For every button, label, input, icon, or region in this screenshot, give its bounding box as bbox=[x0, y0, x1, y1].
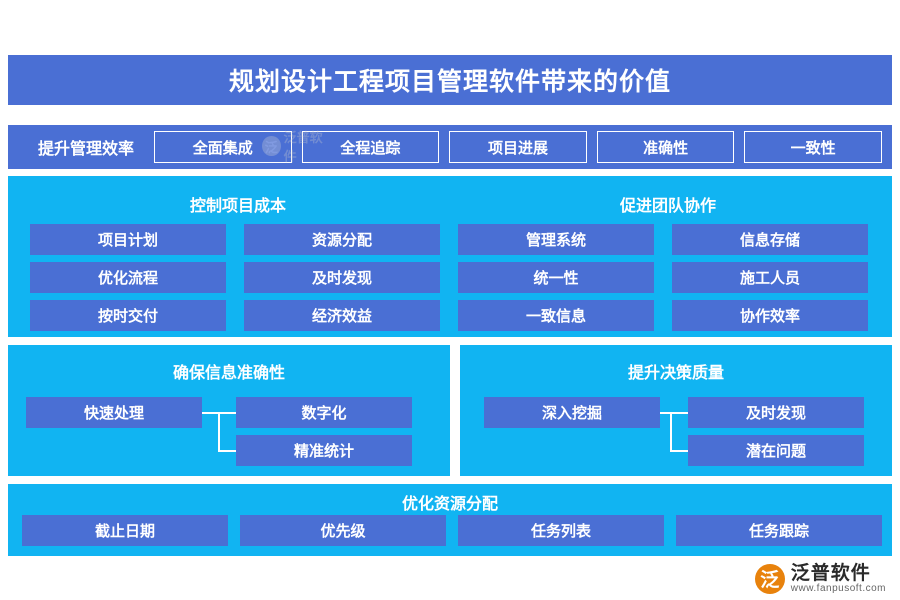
connector-info-branch-1 bbox=[218, 412, 236, 414]
box-cost-c2-r1[interactable]: 资源分配 bbox=[244, 224, 440, 255]
panel-heading-cost: 控制项目成本 bbox=[189, 198, 286, 215]
connector-decision-left bbox=[660, 412, 672, 414]
connector-decision-branch-2 bbox=[670, 450, 688, 452]
box-info-right-2[interactable]: 精准统计 bbox=[236, 435, 412, 466]
panel-heading-alloc: 优化资源分配 bbox=[401, 496, 498, 513]
panel-heading-team: 促进团队协作 bbox=[619, 198, 716, 215]
box-decision-right-2[interactable]: 潜在问题 bbox=[688, 435, 864, 466]
panel-heading-info: 确保信息准确性 bbox=[172, 365, 285, 382]
box-decision-left[interactable]: 深入挖掘 bbox=[484, 397, 660, 428]
brand-logo: 泛 泛普软件 www.fanpusoft.com bbox=[754, 562, 886, 594]
panel-resource-allocation: 优化资源分配 截止日期 优先级 任务列表 任务跟踪 bbox=[8, 484, 892, 556]
box-alloc-4[interactable]: 任务跟踪 bbox=[676, 515, 882, 546]
box-alloc-1[interactable]: 截止日期 bbox=[22, 515, 228, 546]
box-alloc-2[interactable]: 优先级 bbox=[240, 515, 446, 546]
efficiency-row: 提升管理效率 全面集成 全程追踪 项目进展 准确性 一致性 bbox=[8, 125, 892, 169]
box-team-c1-r1[interactable]: 管理系统 bbox=[458, 224, 654, 255]
box-cost-c1-r3[interactable]: 按时交付 bbox=[30, 300, 226, 331]
box-alloc-3[interactable]: 任务列表 bbox=[458, 515, 664, 546]
connector-decision-branch-1 bbox=[670, 412, 688, 414]
box-team-c1-r2[interactable]: 统一性 bbox=[458, 262, 654, 293]
box-cost-c1-r2[interactable]: 优化流程 bbox=[30, 262, 226, 293]
efficiency-chip-3[interactable]: 项目进展 bbox=[449, 131, 587, 163]
box-info-right-1[interactable]: 数字化 bbox=[236, 397, 412, 428]
brand-name-cn: 泛普软件 bbox=[790, 562, 871, 584]
panel-heading-decision: 提升决策质量 bbox=[627, 365, 724, 382]
efficiency-chip-4[interactable]: 准确性 bbox=[596, 131, 735, 163]
efficiency-row-label: 提升管理效率 bbox=[37, 141, 134, 158]
page-title-text: 规划设计工程项目管理软件带来的价值 bbox=[228, 68, 671, 96]
box-team-c2-r2[interactable]: 施工人员 bbox=[672, 262, 868, 293]
panel-info-accuracy: 确保信息准确性 快速处理 数字化 精准统计 bbox=[8, 345, 450, 476]
brand-logo-text: 泛普软件 www.fanpusoft.com bbox=[790, 562, 886, 594]
connector-info-left bbox=[202, 412, 220, 414]
panel-cost-team: 控制项目成本 促进团队协作 项目计划 优化流程 按时交付 资源分配 及时发现 经… bbox=[8, 176, 892, 337]
panel-decision-quality: 提升决策质量 深入挖掘 及时发现 潜在问题 bbox=[460, 345, 892, 476]
efficiency-chips: 全面集成 全程追踪 项目进展 准确性 一致性 bbox=[154, 131, 882, 163]
box-team-c2-r3[interactable]: 协作效率 bbox=[672, 300, 868, 331]
box-info-left[interactable]: 快速处理 bbox=[26, 397, 202, 428]
connector-info-branch-2 bbox=[218, 450, 236, 452]
box-cost-c2-r3[interactable]: 经济效益 bbox=[244, 300, 440, 331]
efficiency-chip-1[interactable]: 全面集成 bbox=[154, 131, 292, 163]
box-team-c2-r1[interactable]: 信息存储 bbox=[672, 224, 868, 255]
connector-info-vertical bbox=[218, 412, 220, 452]
box-cost-c2-r2[interactable]: 及时发现 bbox=[244, 262, 440, 293]
box-cost-c1-r1[interactable]: 项目计划 bbox=[30, 224, 226, 255]
box-decision-right-1[interactable]: 及时发现 bbox=[688, 397, 864, 428]
connector-decision-vertical bbox=[670, 412, 672, 452]
box-team-c1-r3[interactable]: 一致信息 bbox=[458, 300, 654, 331]
brand-logo-icon: 泛 bbox=[754, 563, 785, 594]
efficiency-chip-2[interactable]: 全程追踪 bbox=[301, 131, 440, 163]
brand-name-en: www.fanpusoft.com bbox=[790, 582, 886, 594]
efficiency-chip-5[interactable]: 一致性 bbox=[744, 131, 882, 163]
page-title: 规划设计工程项目管理软件带来的价值 bbox=[8, 55, 892, 105]
